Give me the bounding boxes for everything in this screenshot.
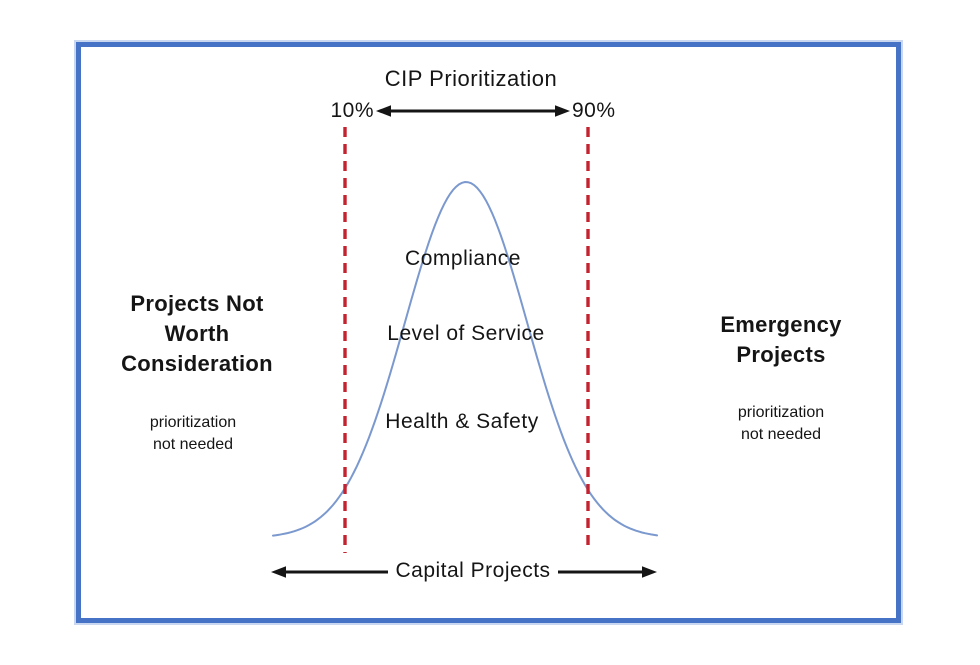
right-note-title: Emergency Projects (720, 312, 842, 367)
curve-label-health-safety: Health & Safety (385, 410, 539, 433)
left-percent-label: 10% (330, 99, 374, 122)
curve-label-compliance: Compliance (405, 247, 521, 270)
capital-projects-label: Capital Projects (395, 559, 551, 582)
left-note-title: Projects Not Worth Consideration (121, 291, 273, 376)
left-note-subtitle: prioritization not needed (149, 414, 237, 453)
right-percent-label: 90% (572, 99, 616, 122)
curve-label-level-of-service: Level of Service (387, 322, 545, 345)
right-note-subtitle: prioritization not needed (737, 404, 825, 443)
diagram-title: CIP Prioritization (384, 66, 558, 91)
